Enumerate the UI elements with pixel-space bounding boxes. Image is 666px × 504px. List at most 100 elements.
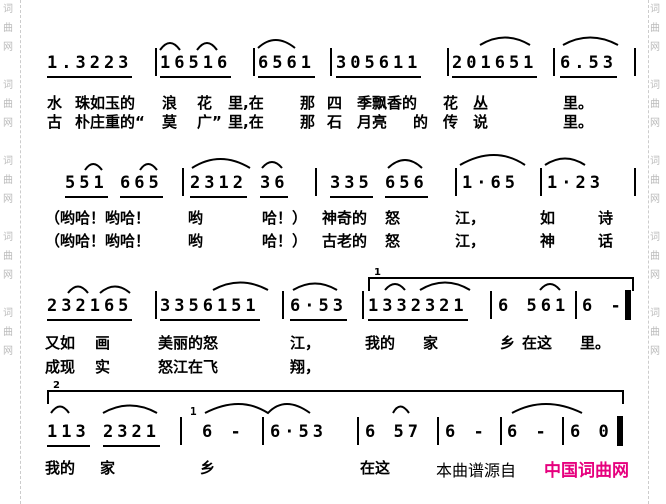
bar-line: [155, 291, 157, 319]
bar-line: [437, 417, 439, 445]
lyric: 画: [95, 334, 111, 352]
measure: 6.53: [560, 53, 617, 78]
slur: [562, 36, 619, 46]
bar-line: [357, 417, 359, 445]
measure: 665: [120, 173, 163, 198]
bar-line: [455, 168, 457, 196]
measure: 656: [385, 173, 428, 198]
measure: 113: [47, 422, 90, 447]
lyric: 说: [473, 113, 489, 131]
lyric: 四: [327, 94, 343, 112]
lyric: 实: [95, 358, 111, 376]
slur: [459, 154, 526, 166]
slur: [419, 281, 471, 291]
bar-line: [253, 48, 255, 76]
bar-line: [540, 168, 542, 196]
lyric: 江，: [455, 232, 486, 250]
measure: 6 57: [365, 422, 422, 442]
measure: 6 -: [582, 296, 625, 316]
lyric: 里。: [563, 113, 594, 131]
measure: 6561: [258, 53, 315, 78]
slur: [50, 405, 70, 414]
bar-line: [330, 48, 332, 76]
bar-line: [262, 417, 264, 445]
grace-note: 1: [190, 405, 201, 418]
bar-line: [490, 291, 492, 319]
lyric: 怒江在飞: [158, 358, 219, 376]
bar-line: [447, 48, 449, 76]
margin-line-left: [20, 0, 21, 504]
measure: 1·23: [547, 173, 604, 193]
lyric: 家: [423, 334, 439, 352]
lyric: 成现: [45, 358, 76, 376]
measure: 2312: [190, 173, 247, 198]
measure: 6 -: [507, 422, 550, 442]
lyric: 广”: [197, 113, 222, 131]
measure: 6·53: [290, 296, 347, 321]
lyric: 季飘香的: [357, 94, 418, 112]
bar-line: [562, 417, 564, 445]
lyric: 家: [100, 459, 116, 477]
measure: 3356151: [160, 296, 260, 321]
lyric: 里,在: [228, 113, 264, 131]
measure: 1.3223: [47, 53, 133, 78]
lyric: 莫: [162, 113, 178, 131]
lyric: 古老的: [322, 232, 368, 250]
lyric: 我的: [45, 459, 76, 477]
slur: [67, 285, 89, 294]
bar-line: [634, 48, 636, 76]
measure: 2321: [103, 422, 160, 447]
lyric: 在这: [522, 334, 553, 352]
slur: [511, 403, 583, 414]
lyric: 又如: [45, 334, 76, 352]
measure: 16516: [160, 53, 232, 78]
repeat-end-bar: [625, 290, 631, 320]
watermark-right: 词曲网词曲网词曲网词曲网词曲网: [650, 4, 660, 357]
lyric: 诗: [598, 209, 614, 227]
measure: 1·65: [462, 173, 519, 193]
slur: [196, 42, 218, 51]
lyric: 江，: [290, 334, 321, 352]
slur: [539, 283, 561, 291]
measure: 551: [65, 173, 108, 198]
lyric: 浪: [162, 94, 178, 112]
lyric: 在这: [360, 459, 391, 477]
measure: 335: [330, 173, 373, 198]
lyric: 我的: [365, 334, 396, 352]
lyric: 丛: [473, 94, 489, 112]
lyric: 传: [443, 113, 459, 131]
measure: 6·53: [270, 422, 327, 442]
slur: [292, 282, 338, 291]
bar-line: [553, 48, 555, 76]
source-site-link[interactable]: 中国词曲网: [544, 461, 629, 481]
lyric: 珠如玉的: [75, 94, 136, 112]
lyric: 水: [47, 94, 63, 112]
slur: [159, 42, 181, 51]
slur: [99, 285, 131, 294]
bar-line: [155, 48, 157, 76]
bar-line: [282, 291, 284, 319]
bar-line: [634, 168, 636, 196]
measure: 6 -: [445, 422, 488, 442]
lyric: 哟: [188, 232, 204, 250]
slur: [84, 163, 103, 171]
measure: 6 -: [202, 422, 245, 442]
volta-1: 1: [368, 267, 634, 291]
lyric: 那: [300, 113, 316, 131]
lyric: 哈！）: [262, 232, 308, 250]
bar-line: [362, 291, 364, 319]
bar-line: [180, 417, 182, 445]
lyric: 古: [47, 113, 63, 131]
volta-2: 2: [47, 380, 624, 404]
lyric: 里。: [580, 334, 611, 352]
lyric: 乡: [200, 459, 216, 477]
bar-line: [575, 291, 577, 319]
bar-line: [182, 168, 184, 196]
measure: 6 0: [570, 422, 613, 442]
volta-number: 1: [374, 267, 381, 278]
slur: [257, 39, 296, 49]
lyric: 怒: [385, 232, 401, 250]
margin-line-right: [648, 0, 649, 504]
